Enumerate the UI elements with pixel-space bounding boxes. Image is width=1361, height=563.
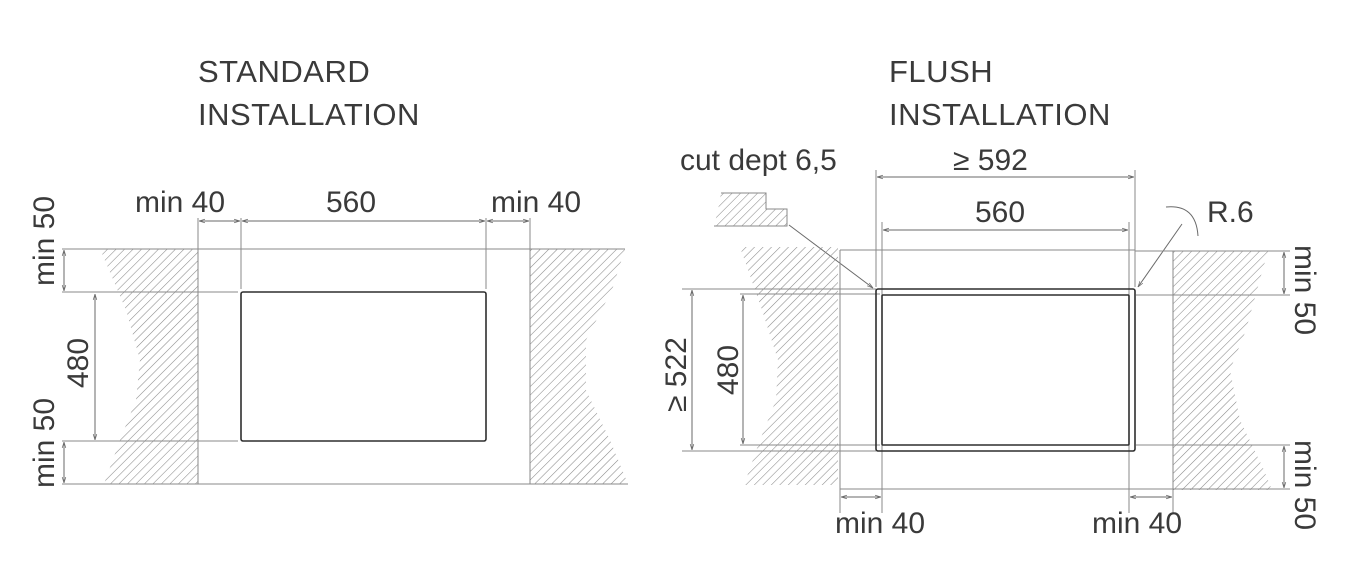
dim-bottom-left-gap: min 40 <box>835 507 925 540</box>
cut-depth-detail-edge <box>714 192 788 227</box>
dim-radius: R.6 <box>1207 196 1254 229</box>
dim-width: 560 <box>326 186 376 219</box>
dim-left-bottom-margin: min 50 <box>28 398 61 488</box>
radius-leader <box>1138 223 1183 287</box>
flush-left-wall-hatch <box>740 247 838 485</box>
dim-height: 480 <box>62 338 95 388</box>
dim-top-right-gap: min 40 <box>491 186 581 219</box>
cut-depth-detail <box>714 193 787 226</box>
standard-title-line2: INSTALLATION <box>198 97 420 132</box>
flush-title-line2: INSTALLATION <box>889 97 1111 132</box>
flush-right-wall-hatch <box>1173 251 1272 490</box>
right-wall-hatch <box>530 249 628 484</box>
dim-flush-height: 480 <box>712 345 745 395</box>
dim-cutout-height: ≥ 522 <box>660 337 693 412</box>
cutout-outline <box>875 288 1136 452</box>
dim-right-bottom-margin: min 50 <box>1288 440 1321 530</box>
dim-flush-width: 560 <box>975 196 1025 229</box>
appliance-outline <box>240 291 487 442</box>
dim-cut-depth: cut dept 6,5 <box>680 144 837 177</box>
flush-title-line1: FLUSH <box>889 54 993 89</box>
dim-bottom-right-gap: min 40 <box>1092 507 1182 540</box>
dim-left-top-margin: min 50 <box>28 196 61 286</box>
left-wall-hatch <box>100 249 198 484</box>
radius-arc <box>1165 206 1199 237</box>
dim-top-left-gap: min 40 <box>135 186 225 219</box>
flush-appliance-outline <box>881 294 1130 446</box>
dim-right-top-margin: min 50 <box>1288 245 1321 335</box>
standard-title-line1: STANDARD <box>198 54 370 89</box>
dim-cutout-width: ≥ 592 <box>953 144 1028 177</box>
flush-installation: FLUSH INSTALLATION cut dept 6,5 ≥ 592 56… <box>660 54 1321 540</box>
standard-installation: STANDARD INSTALLATION min 40 560 min 40 … <box>28 54 628 488</box>
